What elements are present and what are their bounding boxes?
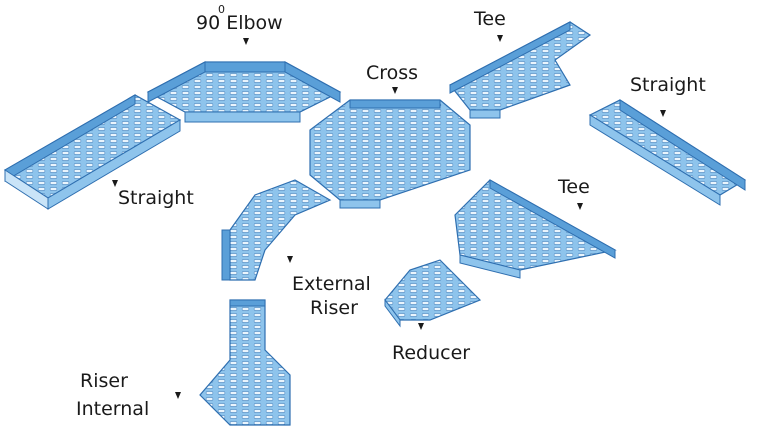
cross-label: Cross	[366, 62, 419, 84]
cross-tray	[309, 99, 471, 209]
elbow-degree-superscript: 0	[218, 3, 225, 16]
straight-left-tray	[3, 94, 182, 210]
riser-internal-label-line2: Internal	[76, 398, 150, 420]
pointer-elbow	[243, 38, 249, 45]
pointer-tee-right	[577, 203, 583, 210]
pointer-external-riser	[287, 256, 293, 263]
tee-top-tray	[449, 21, 592, 119]
riser-internal-label-line1: Riser	[80, 370, 128, 392]
straight-right-tray	[588, 99, 747, 206]
riser-internal-tray	[199, 299, 291, 426]
reducer-label: Reducer	[392, 342, 471, 364]
pointer-riser-internal	[175, 392, 181, 399]
straight-left-label: Straight	[118, 187, 194, 209]
tee-top-label: Tee	[474, 8, 506, 30]
pointer-straight-right	[660, 110, 666, 117]
pointer-tee-top	[497, 35, 503, 42]
external-riser-label-line2: Riser	[310, 297, 358, 319]
straight-right-label: Straight	[630, 74, 706, 96]
elbow-word: Elbow	[226, 12, 283, 34]
external-riser-label-line1: External	[292, 273, 371, 295]
pointer-straight-left	[112, 180, 118, 187]
pointer-cross	[392, 87, 398, 94]
external-riser-tray	[221, 179, 332, 281]
tee-right-label: Tee	[558, 176, 590, 198]
tee-right-tray	[454, 179, 617, 279]
pointer-reducer	[418, 323, 424, 330]
elbow-90-tray	[146, 61, 342, 123]
elbow-number: 90	[196, 12, 221, 34]
label-pointers	[112, 35, 666, 399]
reducer-tray	[384, 259, 482, 328]
